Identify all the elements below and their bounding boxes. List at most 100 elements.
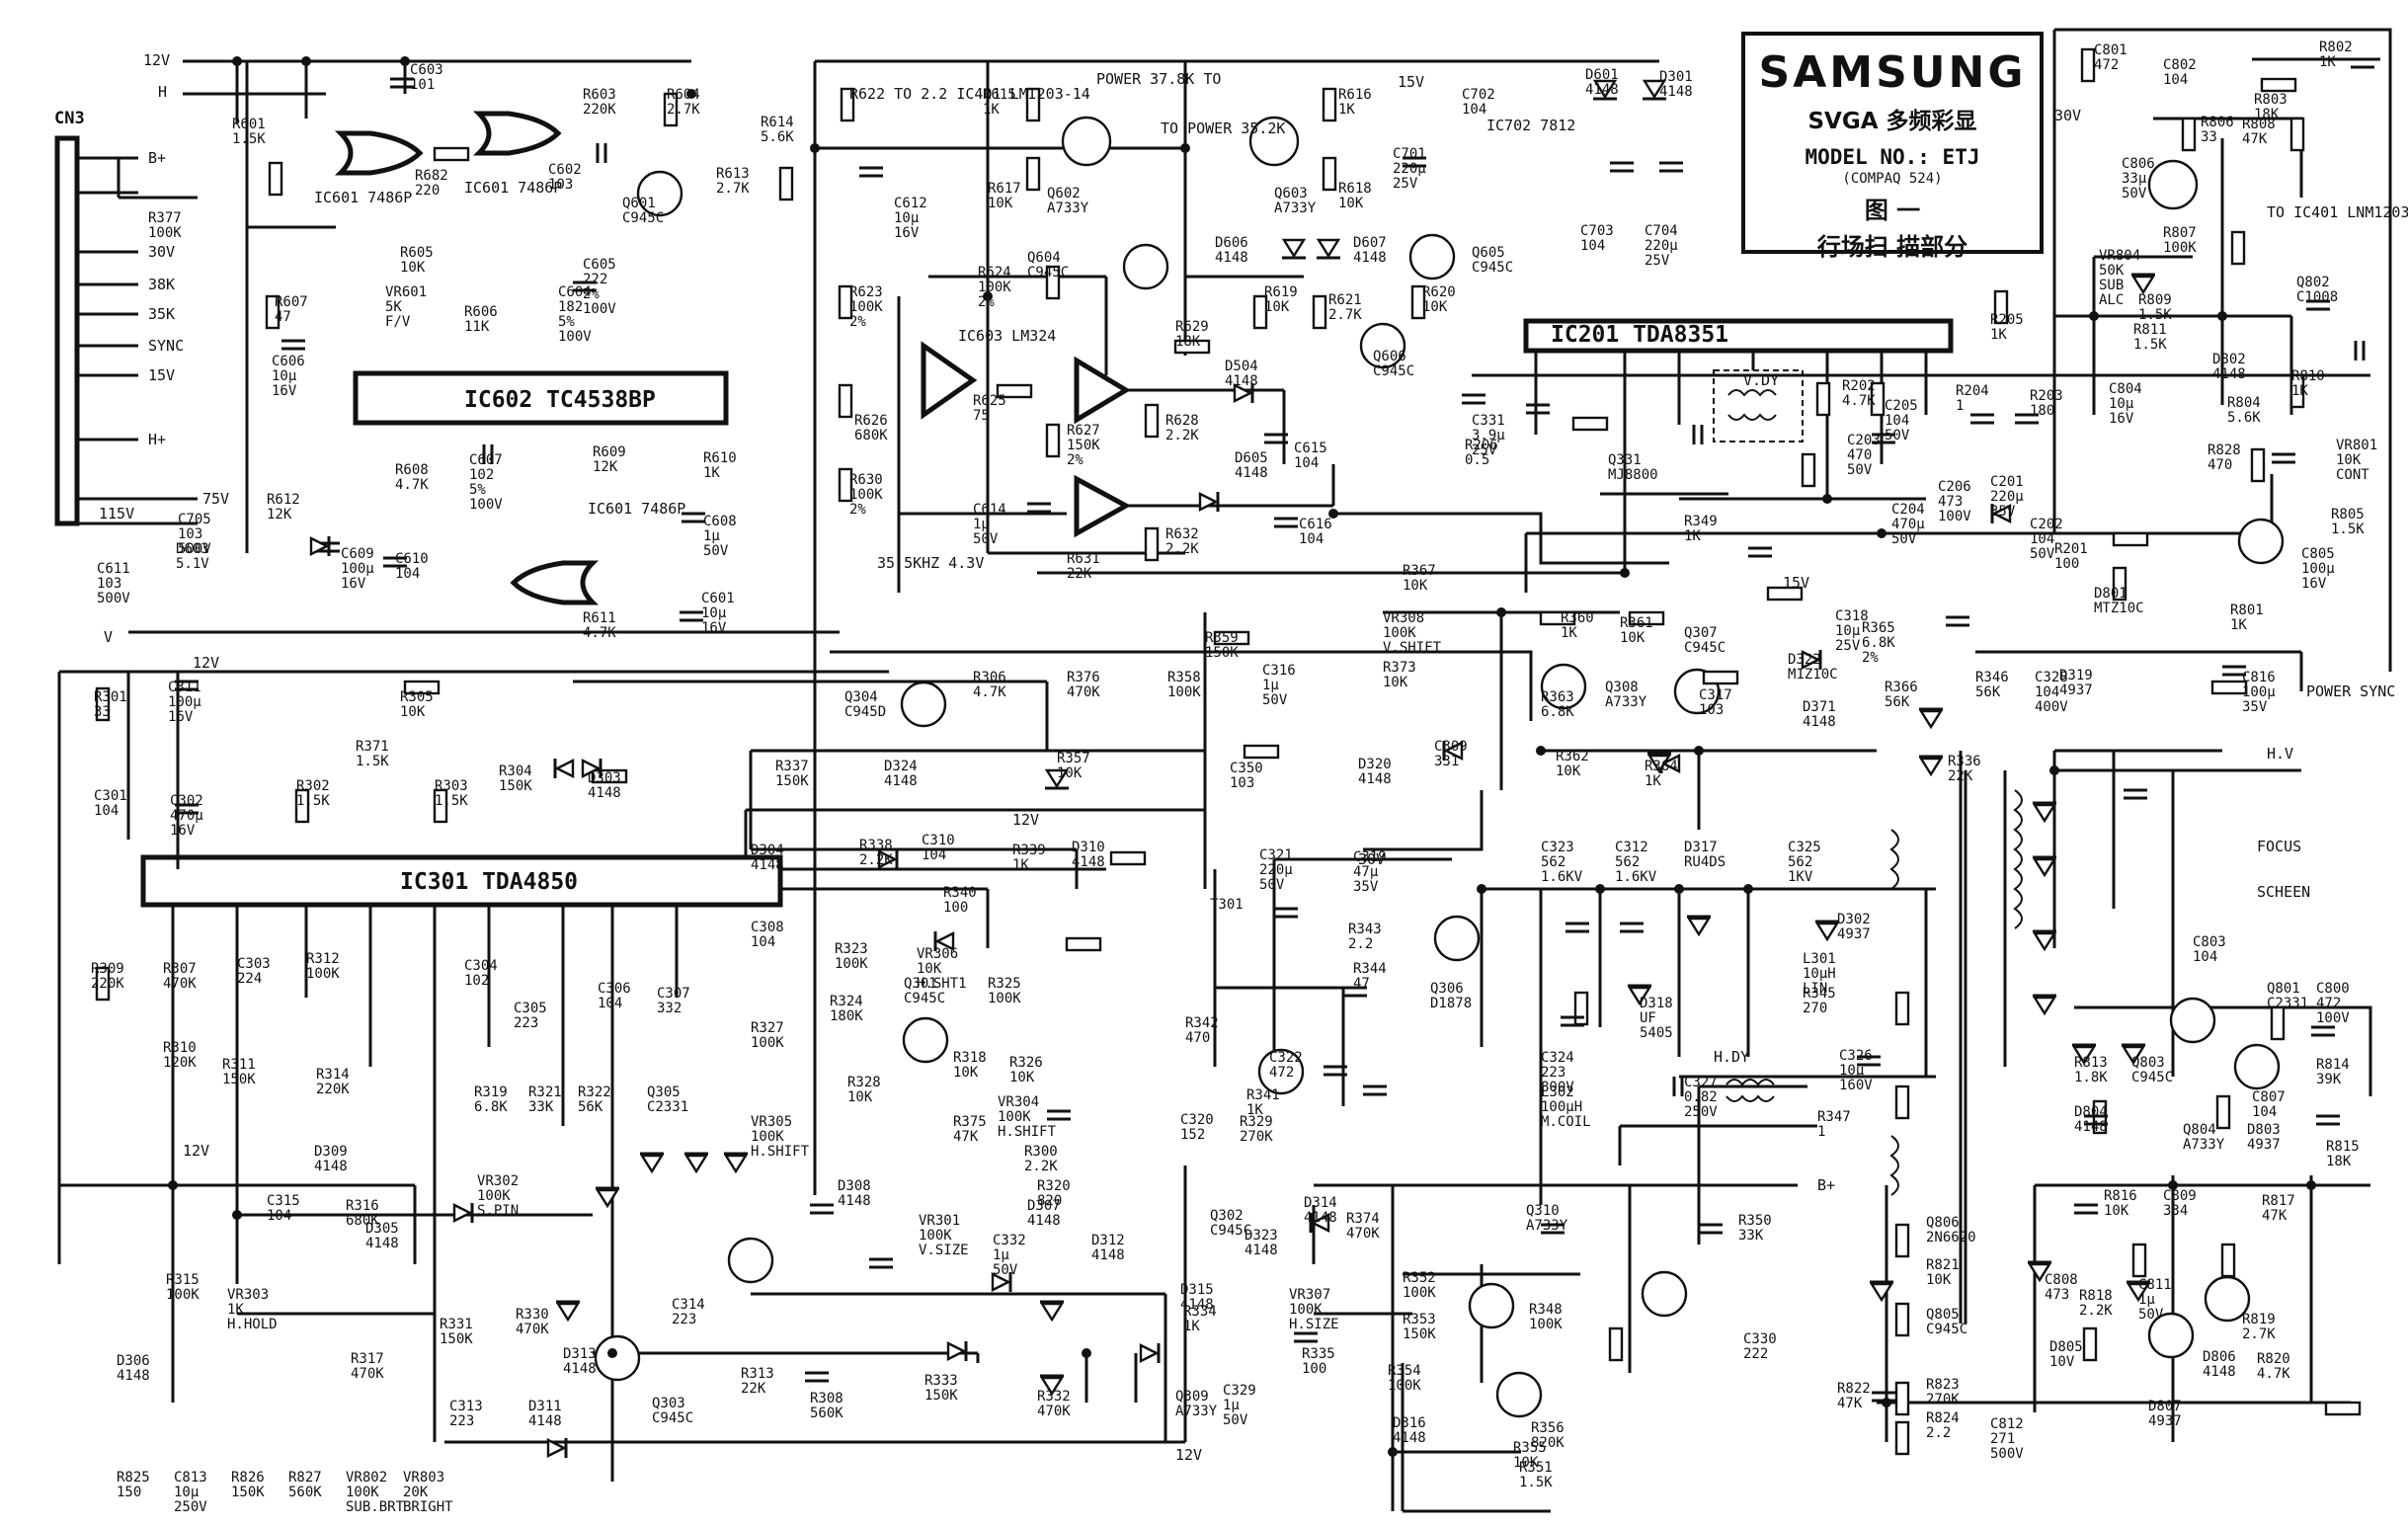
connector-pin: SYNC [148, 337, 184, 355]
rail-label: H.V [2267, 745, 2293, 763]
diodes [309, 79, 2156, 1458]
ic-labels: IC602 TC4538BP IC301 TDA4850 IC201 TDA83… [314, 85, 1728, 895]
connector-pin: 115V [99, 505, 134, 522]
rail-label: TO IC401 LNM1203-12 [2267, 203, 2408, 221]
rail-label: 12V [1012, 811, 1039, 829]
model-number: MODEL NO.: ETJ [1805, 145, 1980, 169]
junctions [168, 56, 2316, 1457]
connector-cn3: CN3 B+ 30V 38K 35K SYNC 15V H+ 75V 115V … [54, 109, 229, 646]
connector-pin: 15V [148, 366, 175, 384]
ic702-label: IC702 7812 [1486, 117, 1575, 134]
rail-label: POWER SYNC [2306, 683, 2395, 700]
ic301-label: IC301 TDA4850 [400, 869, 578, 895]
component-label: T301 [1210, 897, 1244, 913]
connector-pin: B+ [148, 149, 166, 167]
ic201-label: IC201 TDA8351 [1551, 322, 1728, 348]
rail-label: POWER 37.8K TO [1096, 70, 1221, 88]
rail-label: SCHEEN [2257, 883, 2310, 901]
